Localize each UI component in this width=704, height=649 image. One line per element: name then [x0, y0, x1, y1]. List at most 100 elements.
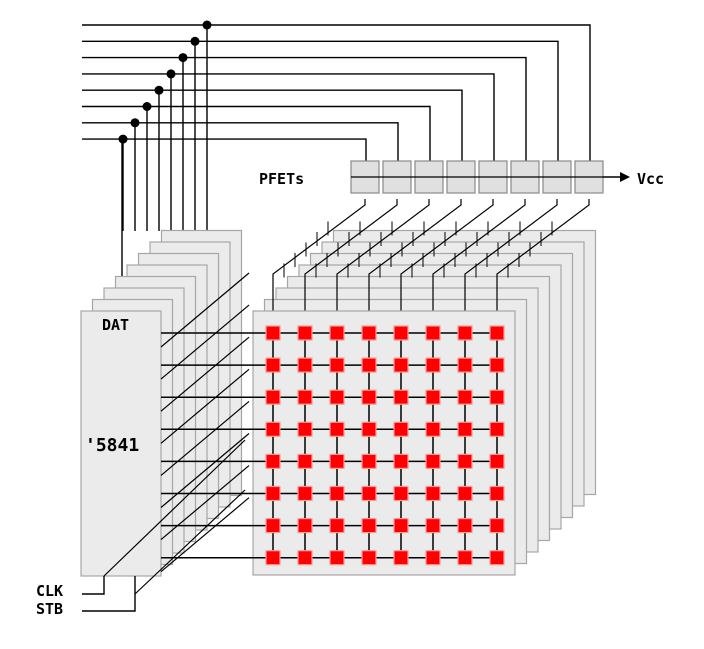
stb-back-wire: [134, 489, 246, 595]
led: [457, 517, 473, 534]
led: [329, 550, 345, 566]
led: [457, 453, 473, 469]
led: [297, 389, 313, 405]
led: [329, 421, 345, 437]
led: [425, 389, 441, 405]
pfet-to-column-wire: [304, 199, 398, 321]
pfet-to-column-wire: [272, 199, 366, 321]
led: [265, 389, 281, 405]
led: [361, 517, 377, 534]
led: [297, 453, 313, 469]
led: [393, 357, 409, 373]
led: [489, 453, 505, 469]
pfet-to-column-wire: [400, 199, 494, 321]
pfet-gate-wire: [82, 89, 463, 161]
led: [265, 357, 281, 373]
led: [297, 325, 313, 341]
led: [393, 325, 409, 341]
shift-register-stack: [80, 229, 250, 612]
vcc-label: Vcc: [637, 170, 664, 188]
led: [393, 550, 409, 566]
led: [361, 389, 377, 405]
led: [489, 517, 505, 534]
led: [265, 453, 281, 469]
led: [489, 389, 505, 405]
led: [457, 485, 473, 502]
driver-diagonal-wire: [160, 304, 250, 380]
led: [457, 325, 473, 341]
pfet-gate-wire: [82, 24, 591, 161]
led: [329, 453, 345, 469]
pfet-to-column-wire: [336, 199, 430, 321]
pfet-to-column-wire: [496, 199, 590, 321]
led: [297, 421, 313, 437]
led: [393, 517, 409, 534]
driver-diagonal-wire: [160, 465, 250, 541]
pfet-gate-wire: [82, 73, 495, 161]
led: [457, 550, 473, 566]
driver-diagonal-wire: [160, 368, 250, 444]
clk-label: CLK: [36, 582, 63, 600]
front-matrix: [161, 310, 516, 576]
led: [361, 453, 377, 469]
led: [329, 325, 345, 341]
led: [297, 357, 313, 373]
led: [265, 517, 281, 534]
led: [361, 421, 377, 437]
dat-label: DAT: [102, 316, 129, 334]
led: [457, 421, 473, 437]
led: [329, 485, 345, 502]
diagram-labels: PFETs Vcc DAT '5841 CLK STB: [36, 170, 664, 618]
led: [425, 453, 441, 469]
led: [329, 389, 345, 405]
pfet-gate-wire: [82, 105, 431, 161]
led: [425, 550, 441, 566]
pfet-to-column-wire: [432, 199, 526, 321]
led: [329, 357, 345, 373]
stb-wire: [82, 576, 136, 612]
driver-diagonal-wire: [160, 400, 250, 476]
led: [361, 325, 377, 341]
led: [425, 421, 441, 437]
led: [393, 389, 409, 405]
led: [489, 485, 505, 502]
led: [265, 421, 281, 437]
led: [361, 485, 377, 502]
pfet-to-column-wire: [464, 199, 558, 321]
led: [489, 325, 505, 341]
led: [265, 550, 281, 566]
led: [393, 485, 409, 502]
driver-diagonal-wire: [160, 433, 250, 508]
driver-layer: [80, 310, 162, 577]
clk-back-wire: [103, 439, 246, 577]
led: [489, 550, 505, 566]
led: [361, 357, 377, 373]
led: [425, 325, 441, 341]
pfet-gate-wire: [82, 56, 527, 161]
led: [265, 485, 281, 502]
pfet-gate-wire: [82, 40, 559, 161]
led: [489, 421, 505, 437]
led: [297, 550, 313, 566]
led: [425, 357, 441, 373]
led: [361, 550, 377, 566]
led: [393, 421, 409, 437]
led: [489, 357, 505, 373]
led: [457, 389, 473, 405]
pfet-gate-wire: [82, 122, 399, 161]
matrix-front-panel: [252, 310, 516, 576]
led: [393, 453, 409, 469]
driver-diagonal-wire: [160, 497, 250, 573]
led: [265, 325, 281, 341]
led: [297, 485, 313, 502]
clk-wire: [82, 576, 105, 595]
stb-label: STB: [36, 600, 63, 618]
driver-diagonal-wire: [160, 272, 250, 348]
driver-diagonal-wire: [160, 336, 250, 412]
pfets-label: PFETs: [259, 170, 304, 188]
led: [457, 357, 473, 373]
chip-number-label: '5841: [85, 435, 139, 456]
led: [297, 517, 313, 534]
led: [425, 485, 441, 502]
